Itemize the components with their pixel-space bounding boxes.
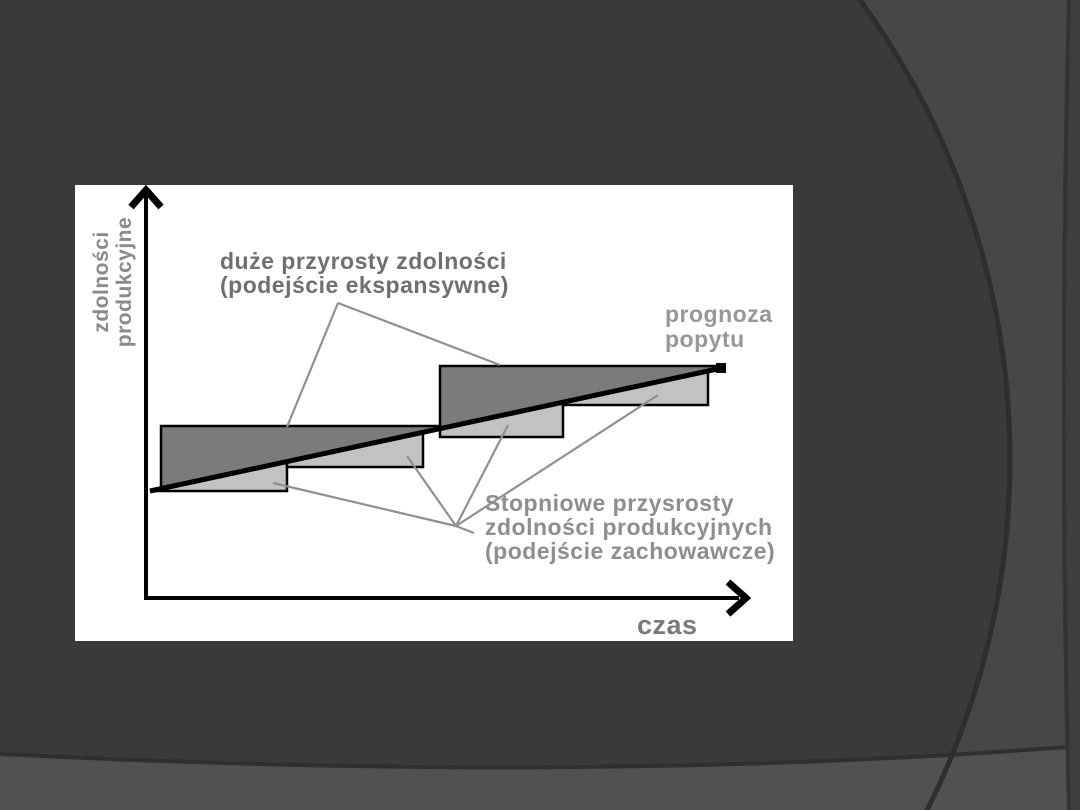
pointer-line-conservative-to-step-1 <box>272 481 457 528</box>
background-right-arc-line <box>1061 0 1071 810</box>
expansive-approach-label: duże przyrosty zdolności (podejście eksp… <box>220 248 509 298</box>
capacity-planning-diagram-panel: zdolności produkcyjne duże przyrosty zdo… <box>75 185 793 641</box>
y-axis-arrowhead-icon <box>128 185 164 210</box>
y-axis-label-line-2: produkcyjne <box>113 217 136 347</box>
x-axis-label: czas <box>637 610 698 640</box>
pointer-line-conservative-to-step-2 <box>406 455 457 527</box>
background-bottom-arc-line <box>0 744 1080 770</box>
forecast-label-line-2: popytu <box>665 326 745 352</box>
conservative-label-line-3: (podejście zachowawcze) <box>485 538 775 564</box>
pointer-line-conservative-to-step-4 <box>455 394 659 527</box>
background-circle-arc <box>856 0 1013 810</box>
background-right-sliver <box>1063 0 1080 810</box>
expansive-label-line-2: (podejście ekspansywne) <box>220 272 509 298</box>
y-axis-label-line-1: zdolności <box>90 231 113 332</box>
pointer-line-expansive-to-block-2 <box>337 301 501 367</box>
conservative-label-line-1: Stopniowe przysrosty <box>485 490 734 516</box>
conservative-label-line-2: zdolności produkcyjnych <box>485 514 773 540</box>
demand-forecast-line <box>149 365 723 494</box>
forecast-label-line-1: prognoza <box>665 301 773 327</box>
demand-forecast-line-end-cap <box>716 363 726 373</box>
conservative-approach-label: Stopniowe przysrosty zdolności produkcyj… <box>485 490 775 564</box>
capacity-planning-diagram: zdolności produkcyjne duże przyrosty zdo… <box>90 185 775 640</box>
pointer-line-conservative-hook <box>455 524 475 535</box>
x-axis-arrowhead-icon <box>725 579 752 617</box>
demand-forecast-label: prognoza popytu <box>665 301 773 352</box>
pointer-line-conservative-to-step-3 <box>455 424 509 527</box>
y-axis-label: zdolności produkcyjne <box>90 217 136 347</box>
expansive-label-line-1: duże przyrosty zdolności <box>220 248 507 274</box>
pointer-line-expansive-to-block-1 <box>285 302 340 428</box>
